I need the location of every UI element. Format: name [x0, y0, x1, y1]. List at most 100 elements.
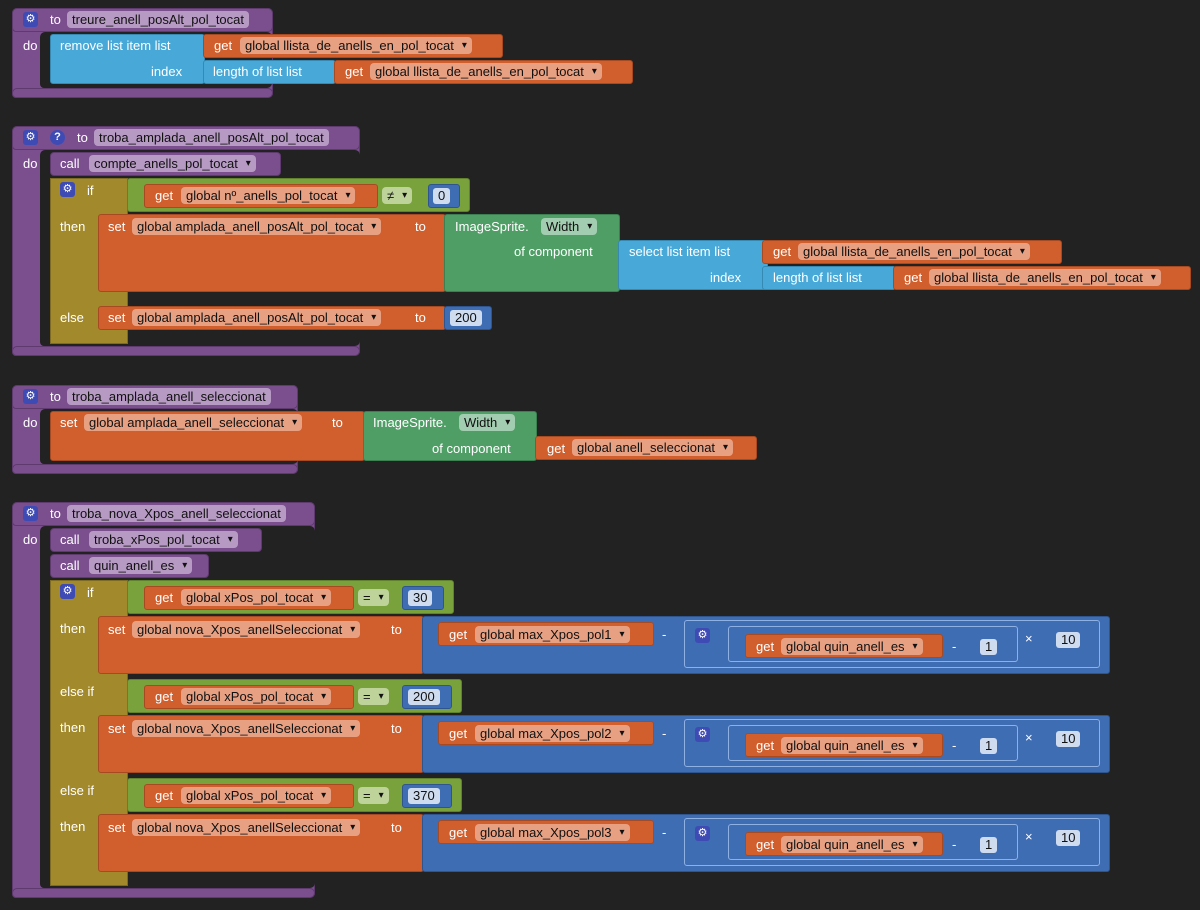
gear-icon[interactable]: ⚙ [23, 12, 38, 27]
variable-dropdown[interactable]: global llista_de_anells_en_pol_tocat [370, 63, 602, 80]
variable-dropdown[interactable]: global nova_Xpos_anellSeleccionat [132, 621, 361, 638]
operator-dropdown[interactable]: = [358, 688, 389, 705]
else-if-label: else if [60, 783, 94, 798]
procedure-footer [12, 346, 360, 356]
minus-operator: - [662, 627, 667, 642]
variable-dropdown[interactable]: global llista_de_anells_en_pol_tocat [798, 243, 1030, 260]
minus-operator: - [952, 738, 957, 753]
call-label: call [60, 558, 80, 573]
help-icon[interactable]: ? [50, 130, 65, 145]
to-label: to [391, 622, 402, 637]
number-value[interactable]: 10 [1056, 830, 1081, 846]
get-label: get [155, 689, 174, 704]
get-label: get [547, 441, 566, 456]
variable-dropdown[interactable]: global max_Xpos_pol2 [475, 725, 630, 742]
procedure-name-field[interactable]: treure_anell_posAlt_pol_tocat [67, 11, 250, 28]
get-label: get [756, 738, 775, 753]
number-value[interactable]: 370 [408, 788, 440, 804]
number-value[interactable]: 200 [450, 310, 482, 326]
variable-dropdown[interactable]: global nº_anells_pol_tocat [181, 187, 356, 204]
property-dropdown[interactable]: Width [459, 414, 516, 431]
get-label: get [449, 726, 468, 741]
gear-icon[interactable]: ⚙ [695, 826, 710, 841]
remove-list-item-label: remove list item list [60, 38, 171, 53]
then-label: then [60, 720, 86, 735]
variable-dropdown[interactable]: global xPos_pol_tocat [181, 688, 332, 705]
gear-icon[interactable]: ⚙ [60, 584, 75, 599]
get-label: get [214, 38, 233, 53]
number-value[interactable]: 30 [408, 590, 433, 606]
operator-dropdown[interactable]: = [358, 589, 389, 606]
number-value[interactable]: 0 [433, 188, 451, 204]
get-label: get [773, 244, 792, 259]
variable-dropdown[interactable]: global llista_de_anells_en_pol_tocat [240, 37, 472, 54]
number-value[interactable]: 1 [980, 837, 998, 853]
procedure-dropdown[interactable]: compte_anells_pol_tocat [89, 155, 256, 172]
variable-dropdown[interactable]: global amplada_anell_posAlt_pol_tocat [132, 309, 382, 326]
remove-list-item-block[interactable] [50, 34, 205, 84]
select-list-item-block[interactable] [618, 240, 768, 290]
variable-dropdown[interactable]: global anell_seleccionat [572, 439, 734, 456]
to-label: to [391, 721, 402, 736]
then-label: then [60, 819, 86, 834]
number-value[interactable]: 200 [408, 689, 440, 705]
variable-dropdown[interactable]: global quin_anell_es [781, 638, 923, 655]
procedure-name-field[interactable]: troba_amplada_anell_posAlt_pol_tocat [94, 129, 329, 146]
do-label: do [23, 532, 38, 547]
variable-dropdown[interactable]: global quin_anell_es [781, 737, 923, 754]
minus-operator: - [662, 726, 667, 741]
variable-dropdown[interactable]: global amplada_anell_posAlt_pol_tocat [132, 218, 382, 235]
gear-icon[interactable]: ⚙ [60, 182, 75, 197]
gear-icon[interactable]: ⚙ [23, 389, 38, 404]
procedure-dropdown[interactable]: quin_anell_es [89, 557, 193, 574]
procedure-name-field[interactable]: troba_amplada_anell_seleccionat [67, 388, 271, 405]
if-label: if [87, 585, 94, 600]
variable-dropdown[interactable]: global xPos_pol_tocat [181, 589, 332, 606]
gear-icon[interactable]: ⚙ [23, 506, 38, 521]
get-label: get [155, 788, 174, 803]
to-label: to [77, 130, 88, 145]
then-label: then [60, 621, 86, 636]
length-of-list-block[interactable] [203, 60, 336, 84]
procedure-name-field[interactable]: troba_nova_Xpos_anell_seleccionat [67, 505, 286, 522]
else-if-label: else if [60, 684, 94, 699]
length-of-list-label: length of list list [773, 270, 862, 285]
gear-icon[interactable]: ⚙ [23, 130, 38, 145]
get-label: get [756, 837, 775, 852]
call-label: call [60, 532, 80, 547]
to-label: to [50, 389, 61, 404]
gear-icon[interactable]: ⚙ [695, 628, 710, 643]
times-operator: × [1025, 829, 1033, 844]
index-label: index [710, 270, 742, 285]
operator-dropdown[interactable]: ≠ [382, 187, 413, 204]
to-label: to [415, 219, 426, 234]
variable-dropdown[interactable]: global max_Xpos_pol3 [475, 824, 630, 841]
number-value[interactable]: 10 [1056, 632, 1081, 648]
select-list-item-label: select list item list [629, 244, 731, 259]
variable-dropdown[interactable]: global xPos_pol_tocat [181, 787, 332, 804]
operator-dropdown[interactable]: = [358, 787, 389, 804]
times-operator: × [1025, 730, 1033, 745]
variable-dropdown[interactable]: global nova_Xpos_anellSeleccionat [132, 819, 361, 836]
variable-dropdown[interactable]: global llista_de_anells_en_pol_tocat [929, 269, 1161, 286]
gear-icon[interactable]: ⚙ [695, 727, 710, 742]
procedure-footer [12, 88, 273, 98]
set-label: set [108, 219, 126, 234]
variable-dropdown[interactable]: global quin_anell_es [781, 836, 923, 853]
component-type-label: ImageSprite. [455, 219, 529, 234]
number-value[interactable]: 10 [1056, 731, 1081, 747]
variable-dropdown[interactable]: global amplada_anell_seleccionat [84, 414, 303, 431]
number-value[interactable]: 1 [980, 738, 998, 754]
number-value[interactable]: 1 [980, 639, 998, 655]
times-operator: × [1025, 631, 1033, 646]
property-dropdown[interactable]: Width [541, 218, 598, 235]
get-label: get [155, 590, 174, 605]
procedure-dropdown[interactable]: troba_xPos_pol_tocat [89, 531, 238, 548]
to-label: to [391, 820, 402, 835]
variable-dropdown[interactable]: global nova_Xpos_anellSeleccionat [132, 720, 361, 737]
to-label: to [332, 415, 343, 430]
variable-dropdown[interactable]: global max_Xpos_pol1 [475, 626, 630, 643]
set-label: set [60, 415, 78, 430]
length-of-list-block[interactable] [762, 266, 896, 290]
get-label: get [345, 64, 364, 79]
